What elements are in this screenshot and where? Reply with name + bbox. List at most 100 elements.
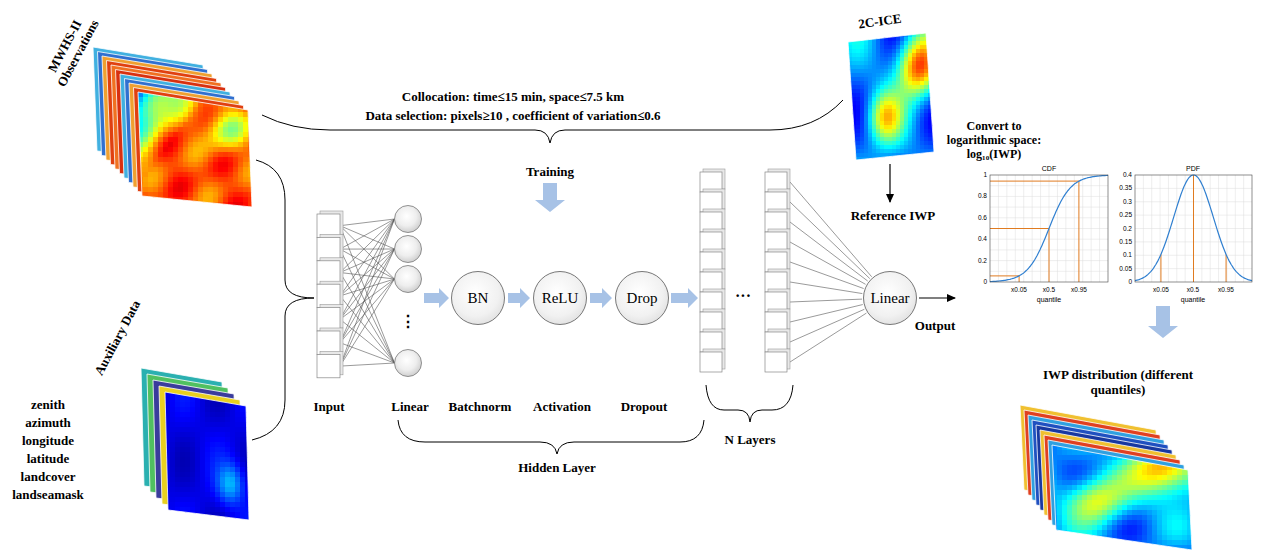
heat-pixel bbox=[228, 187, 234, 193]
heat-pixel bbox=[1077, 480, 1083, 486]
heat-pixel bbox=[872, 53, 877, 58]
heat-pixel bbox=[158, 122, 164, 128]
heat-pixel bbox=[904, 69, 909, 74]
heat-pixel bbox=[148, 167, 154, 173]
heat-pixel bbox=[148, 157, 154, 163]
heat-pixel bbox=[900, 117, 905, 122]
heat-pixel bbox=[165, 512, 171, 518]
heat-pixel bbox=[1137, 470, 1143, 476]
heat-pixel bbox=[876, 113, 881, 118]
heat-pixel bbox=[932, 33, 937, 38]
heat-pixel bbox=[138, 142, 144, 148]
heat-pixel bbox=[233, 177, 239, 183]
heat-pixel bbox=[143, 117, 149, 123]
heat-pixel bbox=[243, 192, 249, 198]
heat-pixel bbox=[210, 487, 216, 493]
heat-pixel bbox=[900, 105, 905, 110]
heat-pixel bbox=[880, 109, 885, 114]
heat-pixel bbox=[876, 53, 881, 58]
heat-pixel bbox=[230, 392, 236, 398]
heat-pixel bbox=[235, 447, 241, 453]
heat-pixel bbox=[848, 145, 853, 150]
heat-pixel bbox=[932, 89, 937, 94]
heat-pixel bbox=[868, 57, 873, 62]
heat-pixel bbox=[225, 447, 231, 453]
heat-pixel bbox=[848, 137, 853, 142]
heat-pixel bbox=[1127, 480, 1133, 486]
heat-pixel bbox=[856, 89, 861, 94]
heat-pixel bbox=[200, 412, 206, 418]
heat-pixel bbox=[165, 467, 171, 473]
heat-pixel bbox=[888, 97, 893, 102]
heat-pixel bbox=[884, 61, 889, 66]
heat-pixel bbox=[170, 427, 176, 433]
heat-pixel bbox=[868, 53, 873, 58]
heat-pixel bbox=[876, 153, 881, 158]
heat-pixel bbox=[153, 162, 159, 168]
heat-pixel bbox=[916, 149, 921, 154]
heat-pixel bbox=[175, 427, 181, 433]
iwp-quantile-image bbox=[1052, 445, 1193, 551]
heat-pixel bbox=[848, 141, 853, 146]
heat-pixel bbox=[180, 422, 186, 428]
heat-pixel bbox=[912, 121, 917, 126]
heat-pixel bbox=[1102, 475, 1108, 481]
heat-pixel bbox=[208, 197, 214, 203]
heat-pixel bbox=[168, 197, 174, 203]
heat-pixel bbox=[210, 442, 216, 448]
heat-pixel bbox=[860, 129, 865, 134]
heat-pixel bbox=[896, 73, 901, 78]
heat-pixel bbox=[190, 427, 196, 433]
heat-pixel bbox=[168, 112, 174, 118]
heat-pixel bbox=[920, 69, 925, 74]
heat-pixel bbox=[1117, 470, 1123, 476]
heat-pixel bbox=[904, 121, 909, 126]
heat-pixel bbox=[185, 492, 191, 498]
heat-pixel bbox=[892, 97, 897, 102]
heat-pixel bbox=[205, 412, 211, 418]
sheet-edge bbox=[165, 392, 249, 520]
heat-pixel bbox=[1137, 450, 1143, 456]
heat-pixel bbox=[904, 49, 909, 54]
heat-pixel bbox=[245, 397, 251, 403]
heat-pixel bbox=[884, 101, 889, 106]
heat-pixel bbox=[148, 187, 154, 193]
heat-pixel bbox=[138, 147, 144, 153]
heat-pixel bbox=[185, 477, 191, 483]
heat-pixel bbox=[880, 73, 885, 78]
heat-pixel bbox=[912, 65, 917, 70]
heat-pixel bbox=[1177, 450, 1183, 456]
heat-pixel bbox=[213, 92, 219, 98]
heat-pixel bbox=[143, 152, 149, 158]
heat-pixel bbox=[195, 417, 201, 423]
heat-pixel bbox=[1132, 480, 1138, 486]
heat-pixel bbox=[210, 462, 216, 468]
heat-pixel bbox=[900, 101, 905, 106]
heat-pixel bbox=[243, 117, 249, 123]
heat-pixel bbox=[190, 472, 196, 478]
heat-pixel bbox=[233, 97, 239, 103]
heat-pixel bbox=[852, 141, 857, 146]
heat-pixel bbox=[245, 422, 251, 428]
heat-pixel bbox=[245, 507, 251, 513]
heat-pixel bbox=[908, 149, 913, 154]
heat-pixel bbox=[138, 177, 144, 183]
heat-pixel bbox=[180, 512, 186, 518]
heat-pixel bbox=[868, 101, 873, 106]
heat-pixel bbox=[200, 502, 206, 508]
heat-pixel bbox=[888, 69, 893, 74]
heat-pixel bbox=[225, 502, 231, 508]
heat-pixel bbox=[208, 127, 214, 133]
heat-pixel bbox=[148, 132, 154, 138]
heat-pixel bbox=[892, 85, 897, 90]
heat-pixel bbox=[223, 142, 229, 148]
heat-pixel bbox=[892, 37, 897, 42]
heat-pixel bbox=[888, 89, 893, 94]
heat-pixel bbox=[860, 73, 865, 78]
heat-pixel bbox=[1182, 480, 1188, 486]
heat-pixel bbox=[1172, 445, 1178, 451]
heat-pixel bbox=[904, 57, 909, 62]
heat-pixel bbox=[228, 172, 234, 178]
heat-pixel bbox=[920, 89, 925, 94]
heat-pixel bbox=[892, 141, 897, 146]
